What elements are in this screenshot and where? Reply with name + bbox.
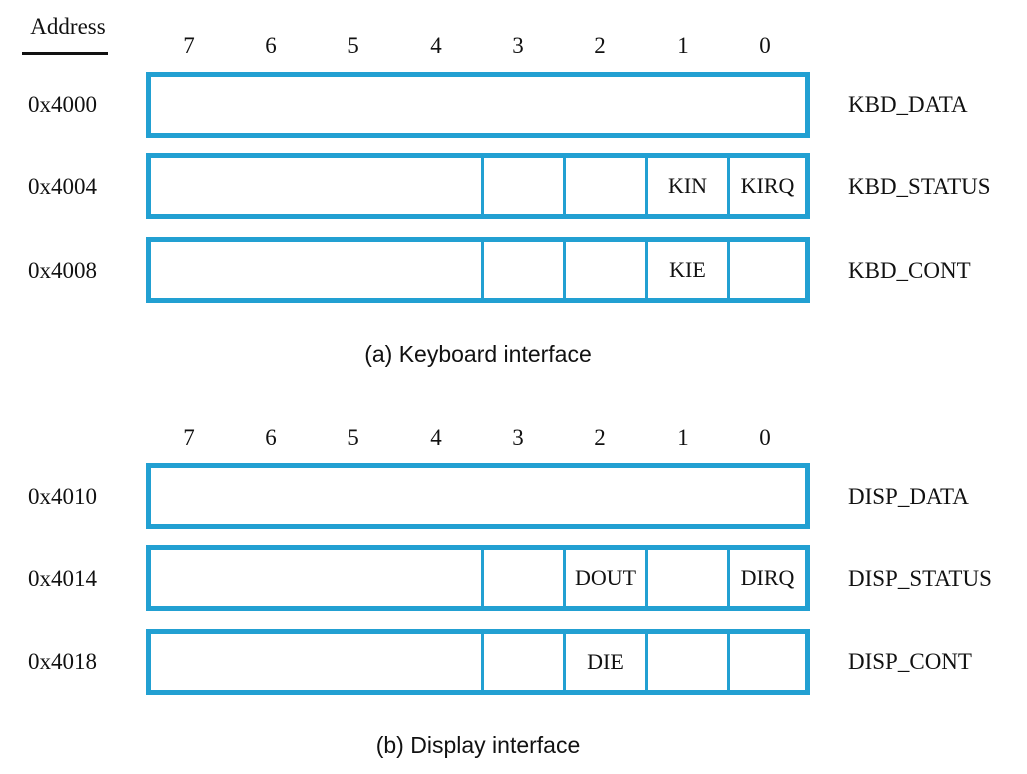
kbd-data-register [146,72,810,138]
disp-bit-number-6: 6 [265,425,277,450]
disp-status-bit-2-dout: DOUT [563,550,645,606]
disp-status-bit-0-dirq: DIRQ [727,550,805,606]
disp-status-address: 0x4014 [28,566,97,591]
disp-cont-name: DISP_CONT [848,649,972,674]
address-header-underline [22,52,108,55]
kbd-status-bit-1-kin: KIN [645,158,727,214]
disp-status-name: DISP_STATUS [848,566,992,591]
disp-data-register [146,463,810,529]
kbd-bit-number-5: 5 [347,33,359,58]
kbd-data-name: KBD_DATA [848,92,968,117]
kbd-bit-number-6: 6 [265,33,277,58]
disp-cont-register: DIE [146,629,810,695]
disp-data-field [151,468,805,524]
disp-bit-number-1: 1 [677,425,689,450]
keyboard-interface-caption: (a) Keyboard interface [364,341,592,367]
disp-cont-address: 0x4018 [28,649,97,674]
disp-bit-number-0: 0 [759,425,771,450]
disp-cont-bit-2-die: DIE [563,634,645,690]
kbd-status-bit-3 [481,158,563,214]
kbd-status-unused-bits [151,158,481,214]
disp-bit-number-4: 4 [430,425,442,450]
kbd-cont-bit-3 [481,242,563,298]
kbd-bit-number-2: 2 [594,33,606,58]
kbd-status-address: 0x4004 [28,174,97,199]
disp-bit-number-2: 2 [594,425,606,450]
kbd-cont-bit-0 [727,242,805,298]
kbd-cont-unused-bits [151,242,481,298]
disp-cont-unused-bits [151,634,481,690]
disp-cont-bit-3 [481,634,563,690]
kbd-bit-number-3: 3 [512,33,524,58]
disp-status-bit-1 [645,550,727,606]
disp-status-unused-bits [151,550,481,606]
disp-cont-bit-0 [727,634,805,690]
kbd-bit-number-7: 7 [183,33,195,58]
disp-data-name: DISP_DATA [848,484,969,509]
kbd-status-bit-2 [563,158,645,214]
kbd-cont-bit-1-kie: KIE [645,242,727,298]
address-column-header: Address [30,14,106,39]
disp-cont-bit-1 [645,634,727,690]
kbd-cont-address: 0x4008 [28,258,97,283]
kbd-status-bit-0-kirq: KIRQ [727,158,805,214]
disp-status-register: DOUT DIRQ [146,545,810,611]
disp-bit-number-7: 7 [183,425,195,450]
kbd-status-name: KBD_STATUS [848,174,991,199]
disp-status-bit-3 [481,550,563,606]
kbd-status-register: KIN KIRQ [146,153,810,219]
kbd-cont-register: KIE [146,237,810,303]
disp-data-address: 0x4010 [28,484,97,509]
disp-bit-number-3: 3 [512,425,524,450]
kbd-cont-name: KBD_CONT [848,258,971,283]
kbd-cont-bit-2 [563,242,645,298]
kbd-bit-number-4: 4 [430,33,442,58]
kbd-data-field [151,77,805,133]
disp-bit-number-5: 5 [347,425,359,450]
kbd-data-address: 0x4000 [28,92,97,117]
kbd-bit-number-0: 0 [759,33,771,58]
kbd-bit-number-1: 1 [677,33,689,58]
display-interface-caption: (b) Display interface [375,732,581,758]
